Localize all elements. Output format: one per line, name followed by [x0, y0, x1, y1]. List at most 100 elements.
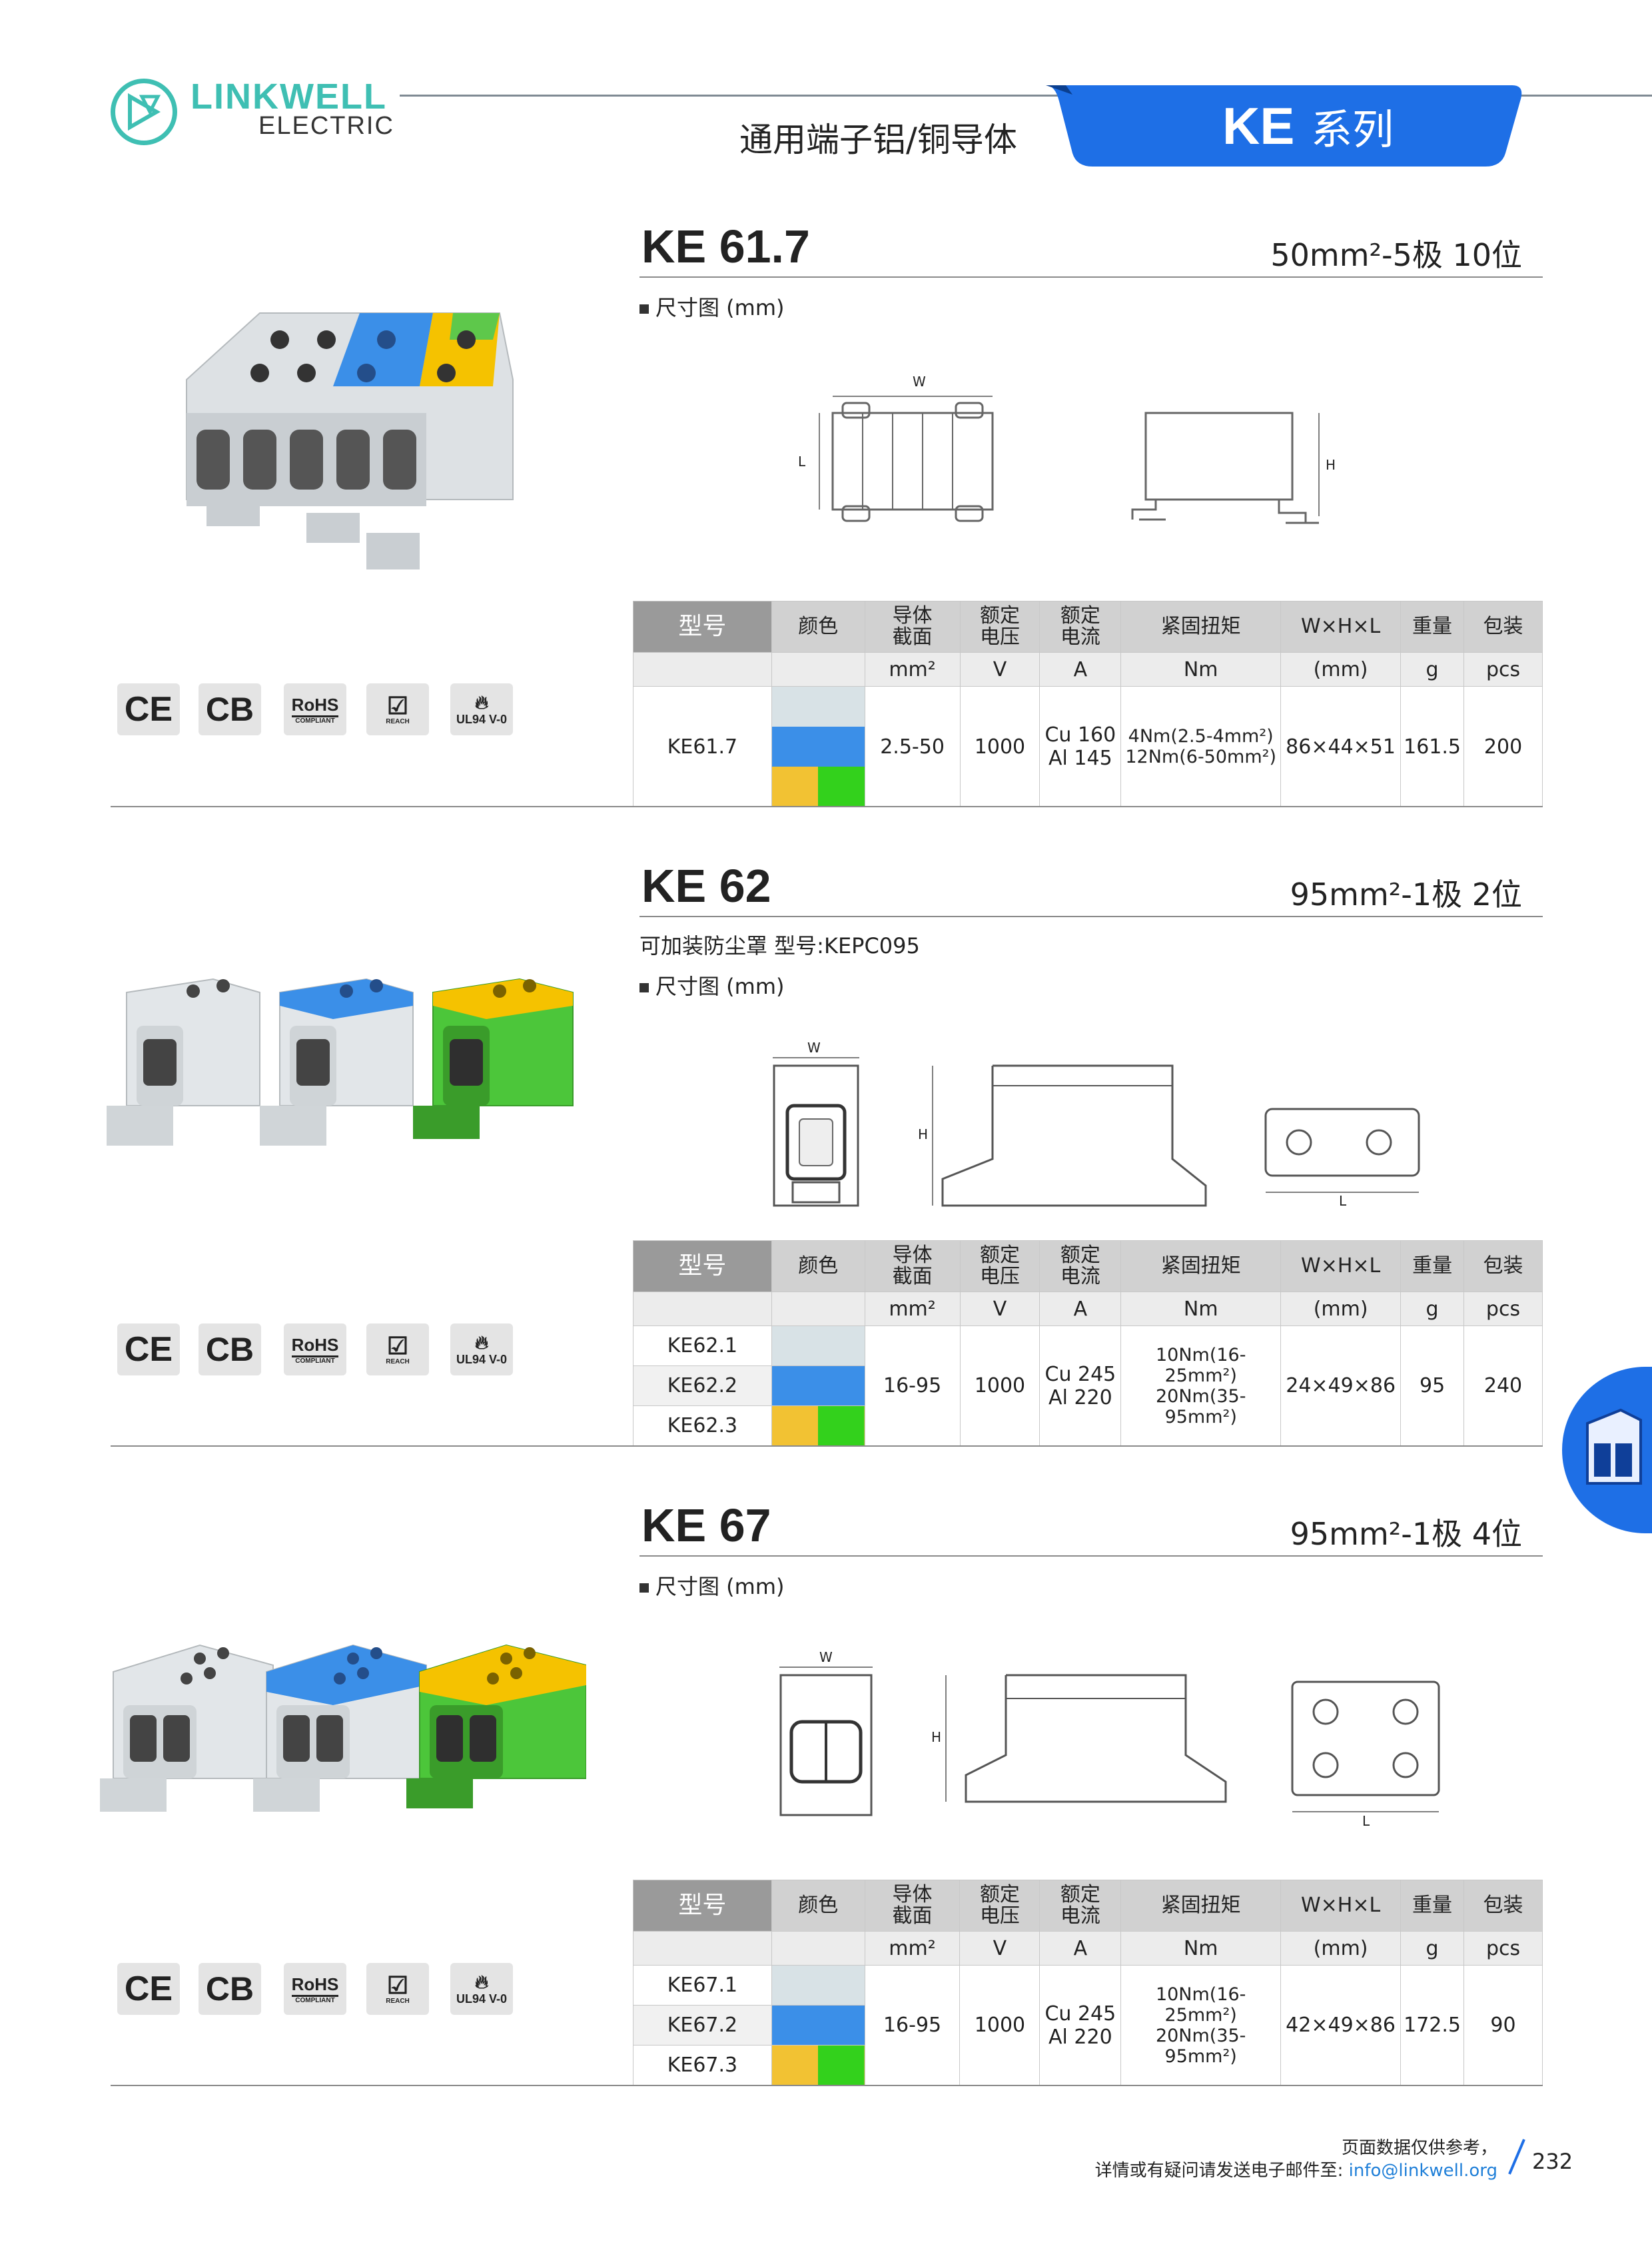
col-dims: W×H×L: [1280, 1240, 1402, 1292]
col-current: 额定电流: [1039, 1880, 1122, 1932]
col-torque: 紧固扭矩: [1120, 601, 1282, 653]
brand-subname: ELECTRIC: [258, 112, 394, 140]
dims-cell: 42×49×86: [1280, 1965, 1402, 2085]
unit-section: mm²: [864, 1292, 961, 1326]
reach-cert-icon: ☑REACH: [366, 1323, 429, 1375]
dims-cell: 86×44×51: [1280, 686, 1402, 807]
unit-weight: g: [1400, 1931, 1465, 1966]
reach-label: REACH: [386, 717, 410, 725]
product-section-ke61-7: KE 61.7 50mm²-5极 10位 尺寸图 (mm) W L H CE C…: [0, 220, 1652, 807]
title-rule: [639, 916, 1543, 917]
product-spec: 95mm²-1极 4位: [1290, 1516, 1522, 1552]
col-section: 导体截面: [864, 601, 961, 653]
color-yellow-green-swatch: [771, 1405, 865, 1446]
section-divider: [111, 1445, 1543, 1447]
ul94-label: UL94 V-0: [456, 712, 508, 726]
spec-table: 型号 颜色 导体截面 额定电压 额定电流 紧固扭矩 W×H×L 重量 包装 mm…: [633, 1880, 1543, 2085]
section-divider: [111, 2085, 1543, 2086]
col-current: 额定电流: [1039, 1240, 1122, 1292]
ul94-cert-icon: 🔥︎UL94 V-0: [450, 1323, 513, 1375]
weight-cell: 161.5: [1400, 686, 1465, 807]
ul94-cert-icon: 🔥︎UL94 V-0: [450, 683, 513, 735]
dim-l-label: L: [1339, 1193, 1347, 1209]
dim-l-label: L: [1362, 1813, 1370, 1828]
dimension-drawing-top: L: [1264, 1108, 1420, 1209]
series-tab: [1046, 85, 1522, 167]
col-pack: 包装: [1463, 1880, 1543, 1932]
unit-torque: Nm: [1120, 652, 1282, 687]
col-color: 颜色: [771, 1240, 865, 1292]
dim-w-label: W: [913, 374, 926, 390]
pack-cell: 200: [1463, 686, 1543, 807]
title-rule: [639, 1555, 1543, 1557]
col-model: 型号: [633, 1880, 772, 1932]
product-title: KE 61.7: [641, 220, 810, 272]
product-section-ke67: KE 67 95mm²-1极 4位 尺寸图 (mm) W H L CE CB R…: [0, 1499, 1652, 2086]
color-grey-swatch: [771, 687, 865, 727]
model-cell: KE61.7: [633, 686, 772, 807]
model-cell: KE62.1: [633, 1325, 772, 1366]
col-voltage: 额定电压: [959, 1880, 1040, 1932]
dimension-drawing-top: L: [1291, 1681, 1440, 1828]
weight-cell: 95: [1400, 1325, 1465, 1446]
col-dims: W×H×L: [1280, 1880, 1402, 1932]
voltage-cell: 1000: [959, 1965, 1040, 2085]
product-photo: [186, 312, 514, 569]
unit-voltage: V: [959, 652, 1040, 687]
table-row: KE62.3: [633, 1405, 1543, 1446]
product-spec: 50mm²-5极 10位: [1270, 237, 1522, 273]
rohs-sub-label: COMPLIANT: [295, 1357, 335, 1365]
unit-voltage: V: [959, 1931, 1040, 1966]
terminal-block-icon: [1586, 1408, 1642, 1485]
torque-cell: 10Nm(16-25mm²)20Nm(35-95mm²): [1120, 1965, 1282, 2085]
reach-cert-icon: ☑REACH: [366, 683, 429, 735]
voltage-cell: 1000: [959, 1325, 1040, 1446]
model-cell: KE67.1: [633, 1965, 772, 2006]
product-section-ke62: KE 62 95mm²-1极 2位 可加装防尘罩 型号:KEPC095 尺寸图 …: [0, 859, 1652, 1447]
brand-logo-icon: [111, 79, 177, 145]
ul94-label: UL94 V-0: [456, 1992, 508, 2006]
product-title: KE 67: [641, 1499, 771, 1551]
weight-cell: 172.5: [1400, 1965, 1465, 2085]
footer-note-line1: 页面数据仅供参考，: [1341, 2138, 1497, 2158]
reach-label: REACH: [386, 1997, 410, 2005]
unit-current: A: [1039, 1931, 1122, 1966]
dim-h-label: H: [1326, 457, 1336, 473]
col-section: 导体截面: [864, 1880, 961, 1932]
col-color: 颜色: [771, 1880, 865, 1932]
voltage-cell: 1000: [959, 686, 1040, 807]
rohs-label: RoHS: [291, 1335, 339, 1357]
col-pack: 包装: [1463, 1240, 1543, 1292]
cb-cert-icon: CB: [199, 1963, 261, 2015]
unit-pack: pcs: [1463, 652, 1543, 687]
unit-dims: (mm): [1280, 1292, 1402, 1326]
dimension-heading: 尺寸图 (mm): [639, 1576, 785, 1597]
unit-torque: Nm: [1120, 1931, 1282, 1966]
spec-table: 型号 颜色 导体截面 额定电压 额定电流 紧固扭矩 W×H×L 重量 包装 mm…: [633, 601, 1543, 807]
brand-name: LINKWELL: [191, 77, 387, 117]
cb-cert-icon: CB: [199, 1323, 261, 1375]
spec-table: 型号 颜色 导体截面 额定电压 额定电流 紧固扭矩 W×H×L 重量 包装 mm…: [633, 1240, 1543, 1446]
unit-pack: pcs: [1463, 1931, 1543, 1966]
color-yellow-green-swatch: [771, 2045, 865, 2085]
page-slash-divider: [1508, 2139, 1525, 2175]
footer-email-link[interactable]: info@linkwell.org: [1348, 2161, 1497, 2181]
reach-cert-icon: ☑REACH: [366, 1963, 429, 2015]
ce-cert-icon: CE: [117, 683, 180, 735]
col-pack: 包装: [1463, 601, 1543, 653]
ce-cert-icon: CE: [117, 1963, 180, 2015]
dim-w-label: W: [819, 1649, 833, 1665]
dimension-drawing-side: H: [918, 1064, 1207, 1207]
section-cell: 16-95: [864, 1325, 961, 1446]
dimension-drawing-front: W: [779, 1649, 873, 1816]
col-color: 颜色: [771, 601, 865, 653]
model-cell: KE62.2: [633, 1365, 772, 1406]
col-model: 型号: [633, 1240, 772, 1292]
torque-cell: 10Nm(16-25mm²)20Nm(35-95mm²): [1120, 1325, 1282, 1446]
unit-voltage: V: [959, 1292, 1040, 1326]
unit-section: mm²: [864, 652, 961, 687]
